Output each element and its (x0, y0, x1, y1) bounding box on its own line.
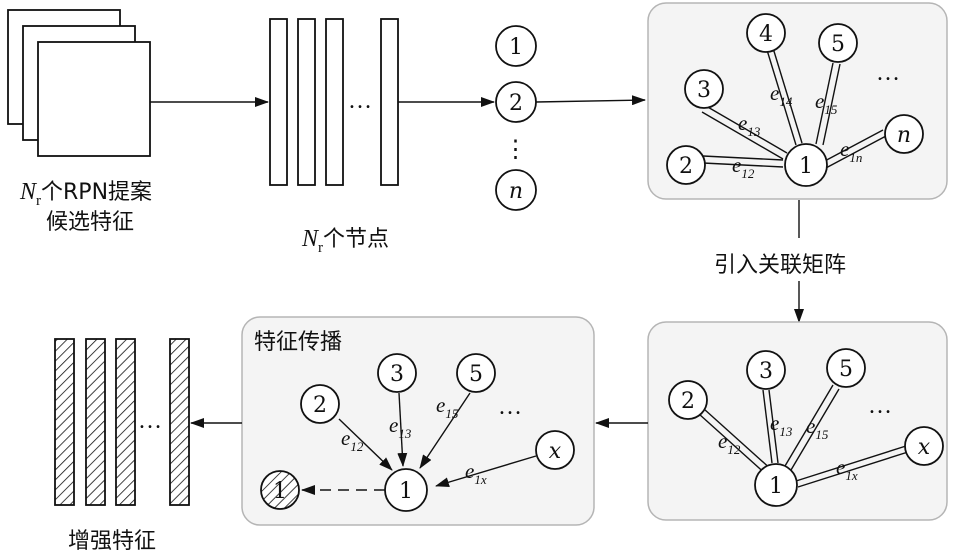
graph-a-node-5: 5 (831, 32, 845, 57)
initial-graph-edges (701, 47, 887, 170)
graph-a-node-n: n (897, 123, 911, 148)
graph-c-ellipsis: … (498, 394, 523, 420)
propagation-edges (301, 392, 537, 495)
graph-b-node-2: 2 (681, 389, 695, 414)
graph-a-node-1: 1 (799, 154, 813, 179)
relation-graph-edge-labels: e12 e13 e15 e1x (718, 411, 858, 483)
nodes-caption: Nr个节点 (301, 226, 389, 256)
panel-relation-graph (647, 321, 948, 521)
graph-c-node-x: x (549, 439, 562, 464)
node-list-1: 1 (509, 35, 523, 60)
graph-b-node-5: 5 (839, 357, 853, 382)
enhanced-bars-ellipsis: … (138, 408, 163, 434)
graph-b-label-e1x: e1x (836, 455, 858, 483)
graph-b-node-3: 3 (759, 359, 773, 384)
graph-a-label-e14: e14 (770, 81, 793, 109)
candidate-feature-stack (7, 9, 151, 157)
node-list-n: n (509, 179, 523, 204)
relation-graph-edges (698, 384, 909, 488)
graph-c-node-2: 2 (313, 393, 327, 418)
propagation-edge-labels: e12 e13 e15 e1x (341, 393, 487, 487)
graph-c-label-e1x: e1x (465, 459, 487, 487)
graph-a-label-e1n: e1n (840, 137, 862, 165)
graph-a-ellipsis: … (876, 60, 901, 86)
propagation-title: 特征传播 (254, 330, 342, 355)
node-bars-ellipsis: … (348, 88, 373, 114)
graph-a-label-e12: e12 (732, 153, 755, 181)
graph-a-label-e15: e15 (815, 89, 838, 117)
relation-step-label: 引入关联矩阵 (714, 253, 846, 278)
arrow-nodes-to-graph (535, 95, 646, 106)
graph-b-node-1: 1 (769, 474, 783, 499)
panel-initial-graph (647, 2, 948, 200)
graph-c-label-e15: e15 (436, 393, 459, 421)
graph-b-label-e12: e12 (718, 429, 741, 457)
graph-c-node-5: 5 (469, 362, 483, 387)
graph-b-node-x: x (918, 435, 931, 460)
enhanced-feature-bars (54, 338, 190, 506)
graph-a-label-e13: e13 (738, 111, 761, 139)
graph-b-ellipsis: … (868, 393, 893, 419)
panel-feature-propagation (241, 316, 595, 526)
graph-c-node-1-enhanced: 1 (273, 479, 287, 504)
relation-graph-nodes: 3 5 2 1 x (668, 348, 944, 507)
propagation-nodes: 2 3 5 x 1 1 (260, 353, 575, 512)
graph-c-node-3: 3 (390, 362, 404, 387)
node-list: 1 2 ⋮ n (495, 25, 537, 211)
candidate-features-label-line2: 候选特征 (46, 210, 134, 235)
graph-c-label-e12: e12 (341, 426, 364, 454)
enhanced-features-label: 增强特征 (68, 529, 156, 554)
node-list-2: 2 (509, 91, 523, 116)
initial-graph-edge-labels: e14 e15 e13 e12 e1n (732, 81, 862, 181)
graph-a-node-4: 4 (759, 22, 773, 47)
graph-a-node-3: 3 (697, 78, 711, 103)
candidate-features-label-line1: Nr个RPN提案 (19, 179, 152, 209)
node-bars (269, 18, 399, 186)
graph-b-label-e15: e15 (806, 414, 829, 442)
node-list-vdots: ⋮ (504, 137, 529, 163)
graph-c-node-1: 1 (399, 479, 413, 504)
initial-graph-nodes: 4 5 3 2 1 n (666, 13, 924, 187)
graph-b-label-e13: e13 (770, 411, 793, 439)
graph-a-node-2: 2 (679, 154, 693, 179)
graph-c-label-e13: e13 (389, 413, 412, 441)
